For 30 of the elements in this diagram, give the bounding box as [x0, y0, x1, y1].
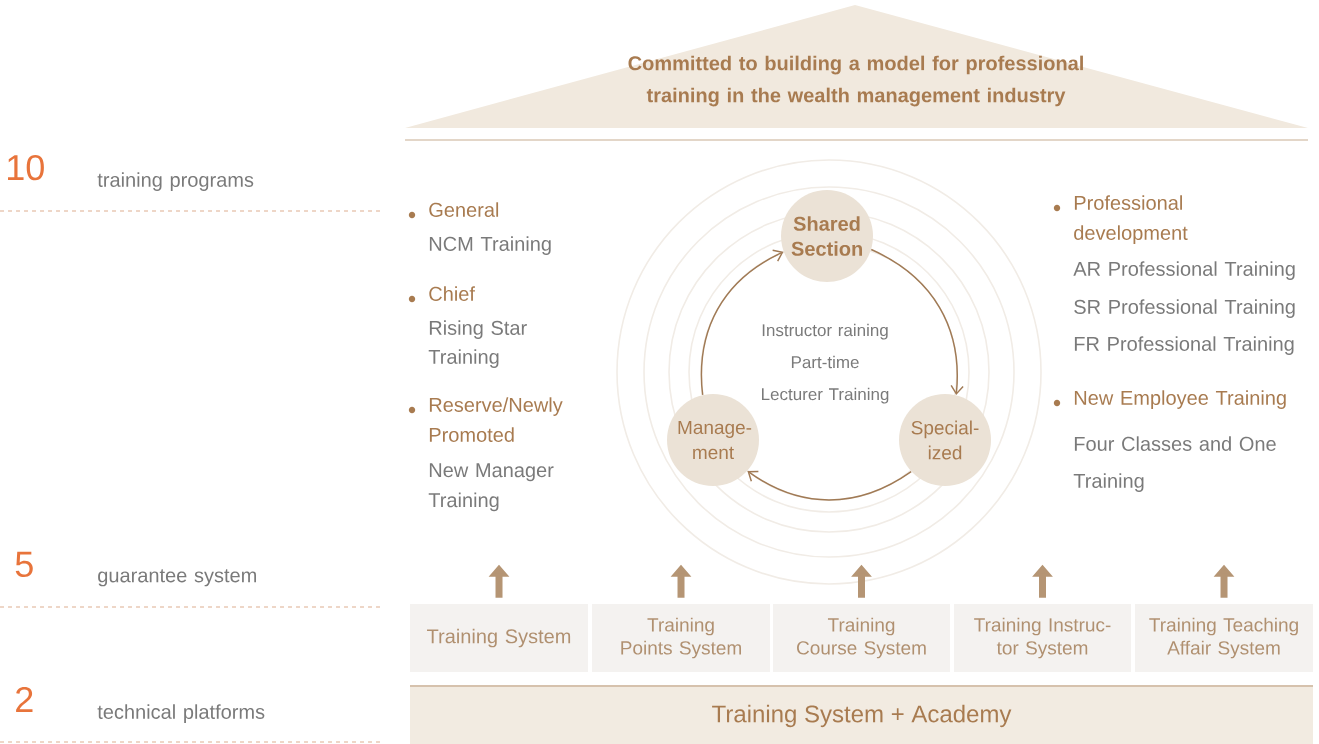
program-item: AR Professional Training — [1073, 261, 1295, 280]
system-box: Training Instruc- tor System — [954, 604, 1131, 672]
row-caption: guarantee system — [98, 569, 256, 587]
row-caption: technical platforms — [97, 704, 265, 723]
program-item: Four Classes and One Training — [1073, 436, 1276, 492]
program-item: NCM Training — [429, 236, 551, 255]
system-box: Training Points System — [592, 604, 770, 672]
program-item: Rising Star Training — [428, 320, 527, 368]
cycle-arrow — [747, 470, 912, 501]
center-text: Instructor raining — [762, 323, 888, 340]
system-box: Training Teaching Affair System — [1135, 604, 1313, 672]
count-number: 10 — [8, 154, 44, 181]
program-heading: General — [429, 202, 499, 217]
system-box: Training System — [410, 604, 588, 672]
cycle-arrow — [870, 248, 964, 396]
program-item: New Manager Training — [428, 463, 554, 512]
row-caption: training programs — [97, 172, 254, 191]
system-box: Training Course System — [773, 604, 950, 672]
program-heading: Professional development — [1074, 195, 1188, 244]
roof-banner: Committed to building a model for professional training in the wealth management industry — [405, 5, 1308, 128]
cycle-arrow — [700, 249, 784, 396]
program-heading: Reserve/Newly Promoted — [429, 397, 563, 442]
count-number: 2 — [16, 686, 33, 712]
platform-band: Training System + Academy — [410, 687, 1313, 744]
program-item: FR Professional Training — [1074, 336, 1294, 355]
program-item: SR Professional Training — [1074, 299, 1295, 318]
count-number: 5 — [15, 551, 33, 577]
program-heading: Chief — [429, 286, 475, 301]
center-text: Part-time Lecturer Training — [762, 355, 889, 404]
program-heading: New Employee Training — [1074, 390, 1286, 409]
